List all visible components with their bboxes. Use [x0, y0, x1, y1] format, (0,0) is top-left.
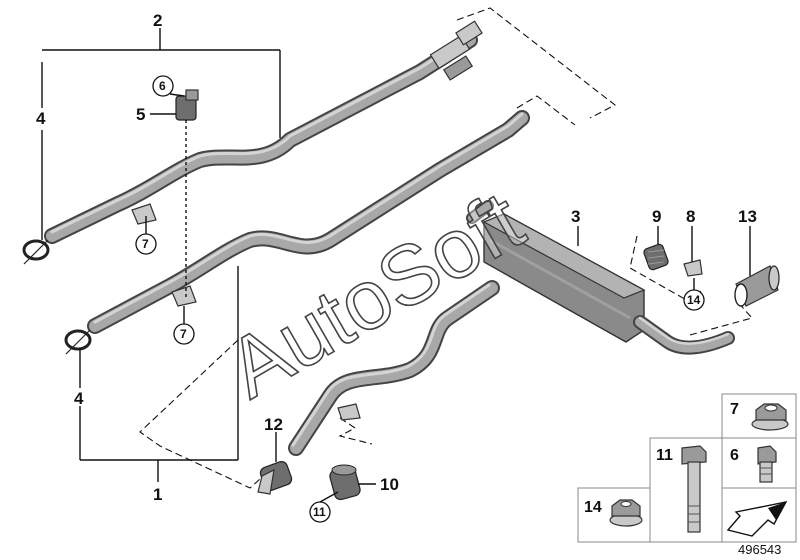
rubber-mount-12	[257, 461, 293, 495]
callout-6: 6	[159, 79, 166, 93]
callout-10: 10	[380, 475, 399, 494]
callout-4-lower: 4	[74, 389, 84, 408]
bracket-8	[683, 259, 703, 277]
callout-14-circle	[683, 289, 705, 311]
fastener-label-11: 11	[656, 447, 673, 464]
clamp-4-lower	[64, 329, 92, 355]
lower-assembly-outline	[139, 339, 271, 489]
document-id: 496543	[738, 542, 781, 557]
callout-5: 5	[136, 105, 145, 124]
callout-9: 9	[652, 207, 661, 226]
callout-13: 13	[738, 207, 757, 226]
callout-3: 3	[571, 207, 580, 226]
fastener-label-6: 6	[730, 447, 739, 464]
callout-12: 12	[264, 415, 283, 434]
long-bolt-icon-11	[681, 445, 707, 533]
callout-7-lower-circle	[173, 323, 195, 345]
callout-7-upper-circle	[135, 233, 157, 255]
callout-4-upper: 4	[36, 109, 46, 128]
callout-11: 11	[313, 505, 326, 519]
flange-nut-icon-7	[751, 403, 789, 431]
tailpipe-tip-13	[734, 265, 780, 307]
callout-1: 1	[153, 485, 162, 504]
rubber-mount-9	[643, 243, 669, 271]
fastener-table: 7 6 11 14	[577, 393, 797, 543]
callout-2: 2	[153, 11, 162, 30]
front-pipe-lower	[87, 110, 530, 334]
rubber-mount-10	[329, 464, 361, 501]
callout-11-circle	[309, 501, 331, 523]
leader-lines	[41, 28, 751, 503]
fastener-label-7: 7	[730, 401, 739, 418]
clamp-4-upper	[22, 239, 50, 265]
callout-6-circle	[152, 75, 174, 97]
rear-muffler	[466, 200, 735, 355]
view-direction-arrow-icon	[726, 501, 788, 537]
bracket-outline-10	[338, 417, 373, 445]
hanger-bracket-5	[175, 89, 199, 300]
fastener-label-14: 14	[584, 499, 602, 516]
front-pipe-upper	[44, 20, 483, 244]
callout-7-upper: 7	[142, 237, 149, 251]
rear-connecting-pipe	[288, 280, 500, 456]
callout-8: 8	[686, 207, 695, 226]
callout-14: 14	[687, 293, 701, 307]
flange-nut-icon-14	[609, 499, 643, 527]
middle-assembly-outline	[516, 95, 576, 126]
upper-assembly-outline	[456, 7, 617, 119]
callout-7-lower: 7	[180, 327, 187, 341]
bolt-icon-6	[757, 445, 777, 483]
